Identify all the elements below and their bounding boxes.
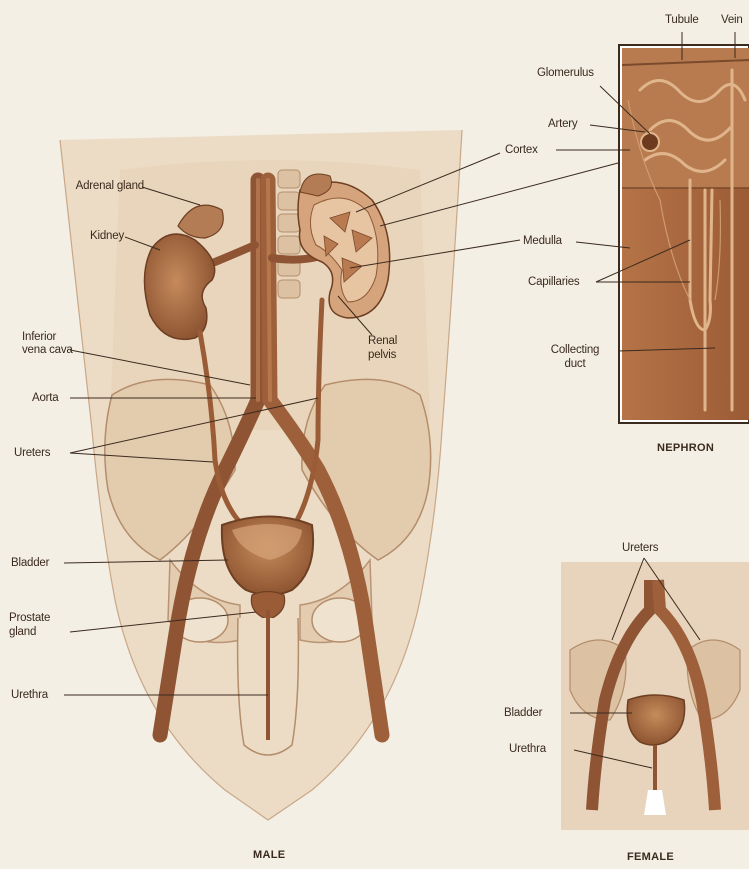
label-artery: Artery (548, 118, 577, 131)
label-medulla: Medulla (523, 235, 562, 248)
label-inferior-vena-cava-line1: Inferior (22, 331, 56, 344)
label-female-bladder: Bladder (504, 707, 542, 720)
label-renal-pelvis-line1: Renal (368, 335, 397, 348)
nephron-panel (619, 45, 749, 423)
label-female-urethra: Urethra (509, 743, 546, 756)
label-female-ureters: Ureters (622, 542, 658, 555)
label-adrenal-gland: Adrenal gland (40, 180, 144, 193)
label-kidney: Kidney (70, 230, 124, 243)
label-tubule: Tubule (665, 14, 699, 27)
label-collecting-duct-line2: duct (540, 358, 610, 371)
caption-male: MALE (253, 849, 285, 861)
label-prostate-line1: Prostate (9, 612, 50, 625)
caption-nephron: NEPHRON (657, 442, 714, 454)
label-aorta: Aorta (32, 392, 59, 405)
label-collecting-duct-line1: Collecting (540, 344, 610, 357)
label-ureters: Ureters (14, 447, 50, 460)
label-bladder: Bladder (11, 557, 49, 570)
label-vein: Vein (721, 14, 743, 27)
female-panel (561, 562, 749, 830)
label-renal-pelvis-line2: pelvis (368, 349, 396, 362)
label-inferior-vena-cava-line2: vena cava (22, 344, 73, 357)
label-glomerulus: Glomerulus (537, 67, 594, 80)
caption-female: FEMALE (627, 851, 674, 863)
glomerulus (641, 133, 659, 151)
label-capillaries: Capillaries (528, 276, 580, 289)
label-urethra: Urethra (11, 689, 48, 702)
label-cortex: Cortex (505, 144, 538, 157)
label-prostate-line2: gland (9, 626, 36, 639)
